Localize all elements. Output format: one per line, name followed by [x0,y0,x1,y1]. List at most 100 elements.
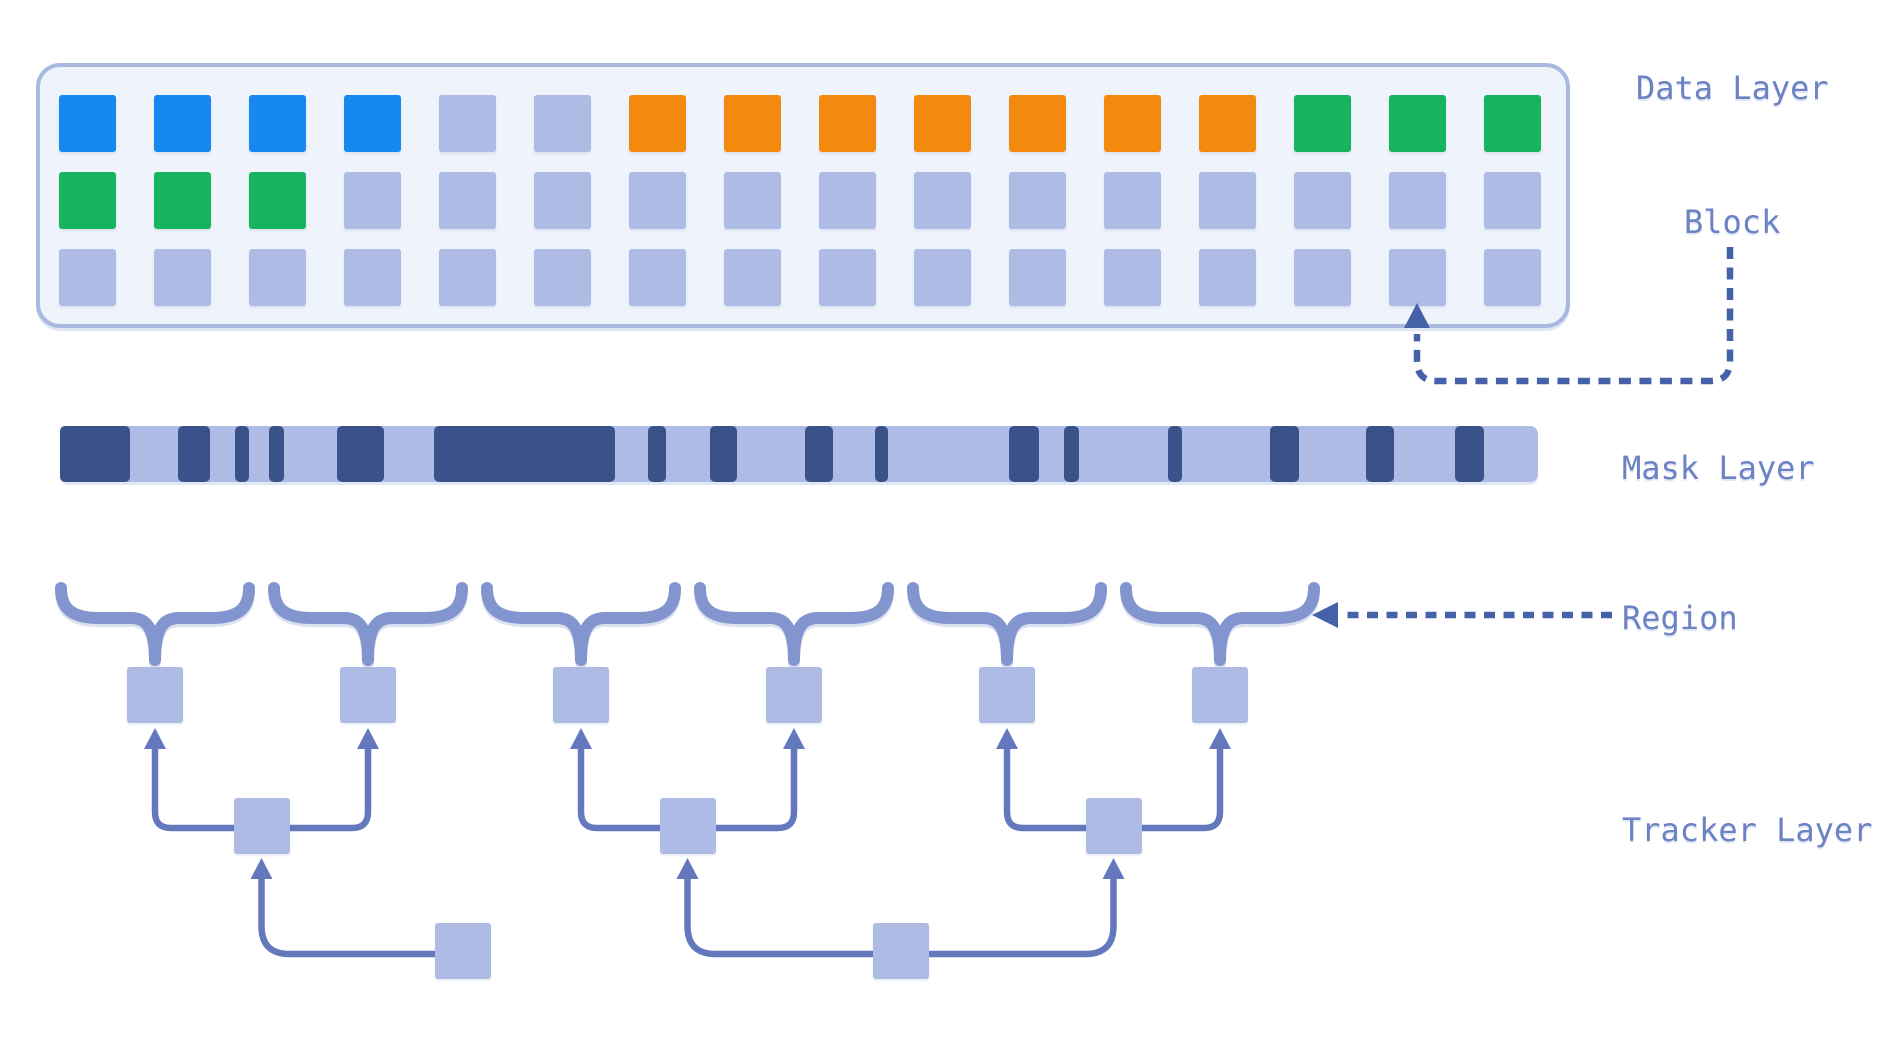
data-cell-lavender [534,95,591,152]
tracker-arrow-mid0-leaf0 [151,745,237,832]
data-cell-lavender [439,172,496,229]
mask-bar [60,426,1538,482]
region-brace [694,582,894,666]
data-cell-lavender [1009,172,1066,229]
tracker-arrow-mid2-leaf5-arrowhead-icon [1209,728,1231,749]
data-cell-lavender [1199,249,1256,306]
mask-segment-dark [1009,426,1039,482]
data-cell-green [59,172,116,229]
data-cell-lavender [1484,249,1541,306]
mask-segment-dark [337,426,384,482]
region-brace [1120,582,1320,666]
tracker-root-node [872,923,929,979]
tracker-arrow-mid0-leaf1 [286,745,372,832]
mask-segment-dark [1064,426,1079,482]
data-cell-lavender [1199,172,1256,229]
tracker-mid-node [659,798,716,854]
region-brace [481,582,681,666]
data-cell-lavender [1294,172,1351,229]
tracker-leaf-node [553,667,609,723]
region-brace [55,582,255,666]
data-cell-lavender [439,249,496,306]
data-cell-lavender [1389,172,1446,229]
data-grid [59,95,1541,306]
data-layer-box [36,63,1570,328]
region-label: Region [1622,599,1738,637]
data-cell-orange [914,95,971,152]
data-cell-lavender [249,249,306,306]
tracker-arrow-root1-mid2 [925,875,1117,958]
tracker-arrow-mid0-leaf0-arrowhead-icon [144,728,166,749]
data-cell-green [1294,95,1351,152]
data-cell-lavender [629,249,686,306]
tracker-leaf-node [340,667,396,723]
tracker-arrow-mid1-leaf3 [712,745,798,832]
data-cell-lavender [59,249,116,306]
tracker-layer-label: Tracker Layer [1622,811,1873,849]
region-brace [268,582,468,666]
data-cell-lavender [1104,249,1161,306]
data-cell-lavender [1389,249,1446,306]
tracker-leaf-node [127,667,183,723]
tracker-arrow-root0-mid0-arrowhead-icon [250,858,273,879]
data-cell-lavender [819,249,876,306]
data-cell-green [1389,95,1446,152]
tracker-arrow-mid2-leaf4 [1003,745,1089,832]
data-cell-lavender [534,249,591,306]
data-cell-lavender [914,249,971,306]
data-cell-lavender [1484,172,1541,229]
data-cell-orange [1009,95,1066,152]
mask-segment-dark [60,426,130,482]
tracker-arrow-mid1-leaf3-arrowhead-icon [783,728,805,749]
tracker-leaf-node [979,667,1035,723]
data-cell-lavender [724,172,781,229]
mask-segment-dark [875,426,888,482]
data-cell-lavender [154,249,211,306]
data-cell-orange [1104,95,1161,152]
data-cell-blue [154,95,211,152]
mask-segment-dark [1366,426,1394,482]
tracker-leaf-node [1192,667,1248,723]
mask-segment-dark [805,426,833,482]
data-cell-green [154,172,211,229]
tracker-leaf-node [766,667,822,723]
data-cell-orange [724,95,781,152]
mask-segment-dark [1168,426,1182,482]
tracker-arrow-mid1-leaf2-arrowhead-icon [570,728,592,749]
mask-segment-dark [178,426,210,482]
tracker-root-node [434,923,491,979]
data-cell-lavender [344,172,401,229]
mask-segment-dark [1455,426,1484,482]
data-cell-green [1484,95,1541,152]
tracker-mid-node [233,798,290,854]
data-cell-lavender [629,172,686,229]
data-cell-lavender [724,249,781,306]
data-cell-orange [1199,95,1256,152]
data-cell-lavender [534,172,591,229]
data-cell-orange [819,95,876,152]
tracker-mid-node [1085,798,1142,854]
region-brace [907,582,1107,666]
data-cell-orange [629,95,686,152]
data-cell-lavender [819,172,876,229]
data-cell-lavender [344,249,401,306]
mask-segment-dark [710,426,737,482]
tracker-arrow-mid1-leaf2 [577,745,663,832]
block-label: Block [1684,203,1781,241]
data-cell-blue [59,95,116,152]
tracker-arrow-mid2-leaf4-arrowhead-icon [996,728,1018,749]
tracker-arrow-mid2-leaf5 [1138,745,1224,832]
tracker-arrow-root1-mid1 [684,875,876,958]
mask-layer-label: Mask Layer [1622,449,1815,487]
data-cell-lavender [439,95,496,152]
data-cell-blue [249,95,306,152]
tracker-arrow-root1-mid1-arrowhead-icon [676,858,699,879]
mask-segment-dark [269,426,284,482]
mask-segment-dark [648,426,666,482]
mask-segment-dark [434,426,615,482]
data-cell-lavender [1104,172,1161,229]
mask-segment-dark [235,426,249,482]
data-cell-lavender [1009,249,1066,306]
data-cell-blue [344,95,401,152]
